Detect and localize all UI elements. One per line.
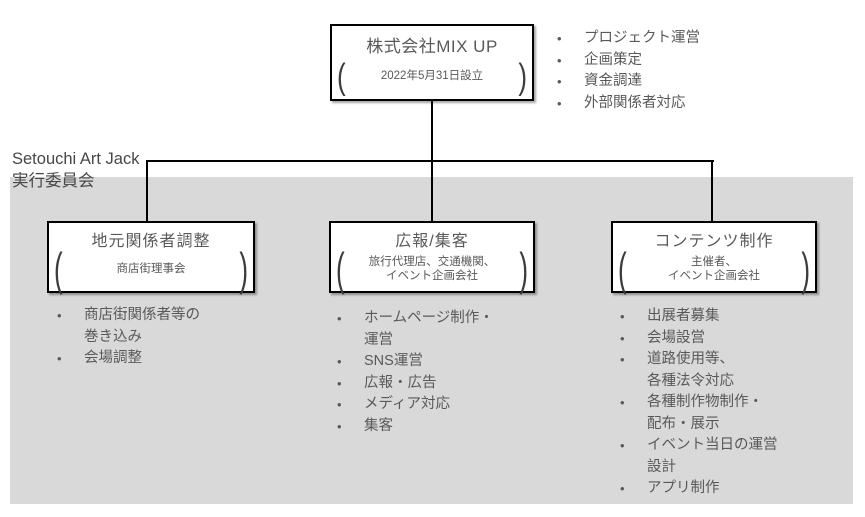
duty-item: •企画策定 — [557, 50, 817, 72]
bullet-icon: • — [557, 31, 562, 46]
branch-duties-list-2: •ホームページ制作・ 運営 •SNS運営 •広報・広告 •メディア対応 •集客 — [337, 308, 567, 437]
duty-item: •広報・広告 — [337, 373, 567, 395]
duty-item: •メディア対応 — [337, 394, 567, 416]
bullet-icon: • — [620, 481, 625, 496]
root-duties-list: •プロジェクト運営 •企画策定 •資金調達 •外部関係者対応 — [557, 28, 817, 114]
branch-subtitle: 主催者、 イベント企画会社 — [668, 256, 760, 282]
connector-drop-left — [146, 160, 148, 222]
branch-bracket-row: ( 商店街理事会 ) — [49, 246, 253, 293]
left-bracket-icon: ( — [54, 242, 63, 296]
duty-item: •集客 — [337, 416, 567, 438]
branch-bracket-row: ( 主催者、 イベント企画会社 ) — [613, 246, 815, 293]
branch-title: コンテンツ制作 — [654, 233, 774, 250]
duty-item: •資金調達 — [557, 71, 817, 93]
bullet-icon: • — [337, 354, 342, 369]
duty-item: •商店街関係者等の 巻き込み — [57, 307, 200, 345]
bullet-icon: • — [337, 311, 342, 326]
right-bracket-icon: ) — [518, 55, 527, 97]
duty-item: •SNS運営 — [337, 351, 567, 373]
branch-box-publicity: 広報/集客 ( 旅行代理店、交通機関、 イベント企画会社 ) — [329, 221, 535, 293]
bullet-icon: • — [557, 52, 562, 68]
duty-item: •外部関係者対応 — [557, 93, 817, 115]
duty-item: •イベント当日の運営 設計 — [620, 437, 778, 475]
branch-subtitle: 商店街理事会 — [116, 263, 186, 275]
branch-box-local-relations: 地元関係者調整 ( 商店街理事会 ) — [47, 221, 255, 293]
bullet-icon: • — [337, 375, 342, 391]
connector-drop-right — [711, 160, 713, 222]
duty-item: •ホームページ制作・ 運営 — [337, 310, 494, 348]
duty-item: •出展者募集 — [620, 306, 855, 328]
branch-title: 広報/集客 — [395, 233, 469, 250]
duty-item: •会場設営 — [620, 328, 855, 350]
bullet-icon: • — [57, 351, 62, 366]
branch-title: 地元関係者調整 — [91, 233, 211, 250]
committee-name-en: Setouchi Art Jack — [12, 150, 140, 168]
bullet-icon: • — [337, 397, 342, 412]
connector-horizontal — [146, 160, 714, 162]
bullet-icon: • — [620, 352, 625, 367]
bullet-icon: • — [620, 309, 625, 324]
duty-item: •道路使用等、 各種法令対応 — [620, 351, 734, 389]
connector-drop-center — [431, 160, 433, 222]
bullet-icon: • — [557, 95, 562, 111]
duty-item: •各種制作物制作・ 配布・展示 — [620, 394, 763, 432]
left-bracket-icon: ( — [336, 242, 345, 296]
branch-duties-list-1: •商店街関係者等の 巻き込み •会場調整 — [57, 305, 287, 370]
root-box-bracket-row: ( 2022年5月31日設立 ) — [332, 57, 532, 99]
root-box-title: 株式会社MIX UP — [366, 37, 498, 56]
bullet-icon: • — [57, 308, 62, 323]
right-bracket-icon: ) — [519, 242, 528, 296]
branch-duties-list-3: •出展者募集 •会場設営 •道路使用等、 各種法令対応 •各種制作物制作・ 配布… — [620, 306, 855, 500]
branch-subtitle: 旅行代理店、交通機関、 イベント企画会社 — [368, 256, 496, 282]
branch-box-contents: コンテンツ制作 ( 主催者、 イベント企画会社 ) — [611, 221, 817, 293]
bullet-icon: • — [620, 330, 625, 346]
root-box-subtitle: 2022年5月31日設立 — [380, 70, 484, 82]
bullet-icon: • — [557, 74, 562, 89]
committee-label: Setouchi Art Jack 実行委員会 — [12, 148, 139, 192]
duty-item: •プロジェクト運営 — [557, 28, 817, 50]
right-bracket-icon: ) — [239, 242, 248, 296]
bullet-icon: • — [620, 438, 625, 453]
left-bracket-icon: ( — [618, 242, 627, 296]
committee-name-ja: 実行委員会 — [12, 172, 95, 190]
root-box: 株式会社MIX UP ( 2022年5月31日設立 ) — [330, 24, 534, 101]
bullet-icon: • — [337, 418, 342, 434]
bullet-icon: • — [620, 395, 625, 410]
duty-item: •会場調整 — [57, 348, 287, 370]
branch-bracket-row: ( 旅行代理店、交通機関、 イベント企画会社 ) — [331, 246, 533, 293]
right-bracket-icon: ) — [801, 242, 810, 296]
connector-trunk — [431, 101, 433, 162]
duty-item: •アプリ制作 — [620, 478, 855, 500]
left-bracket-icon: ( — [337, 55, 346, 97]
